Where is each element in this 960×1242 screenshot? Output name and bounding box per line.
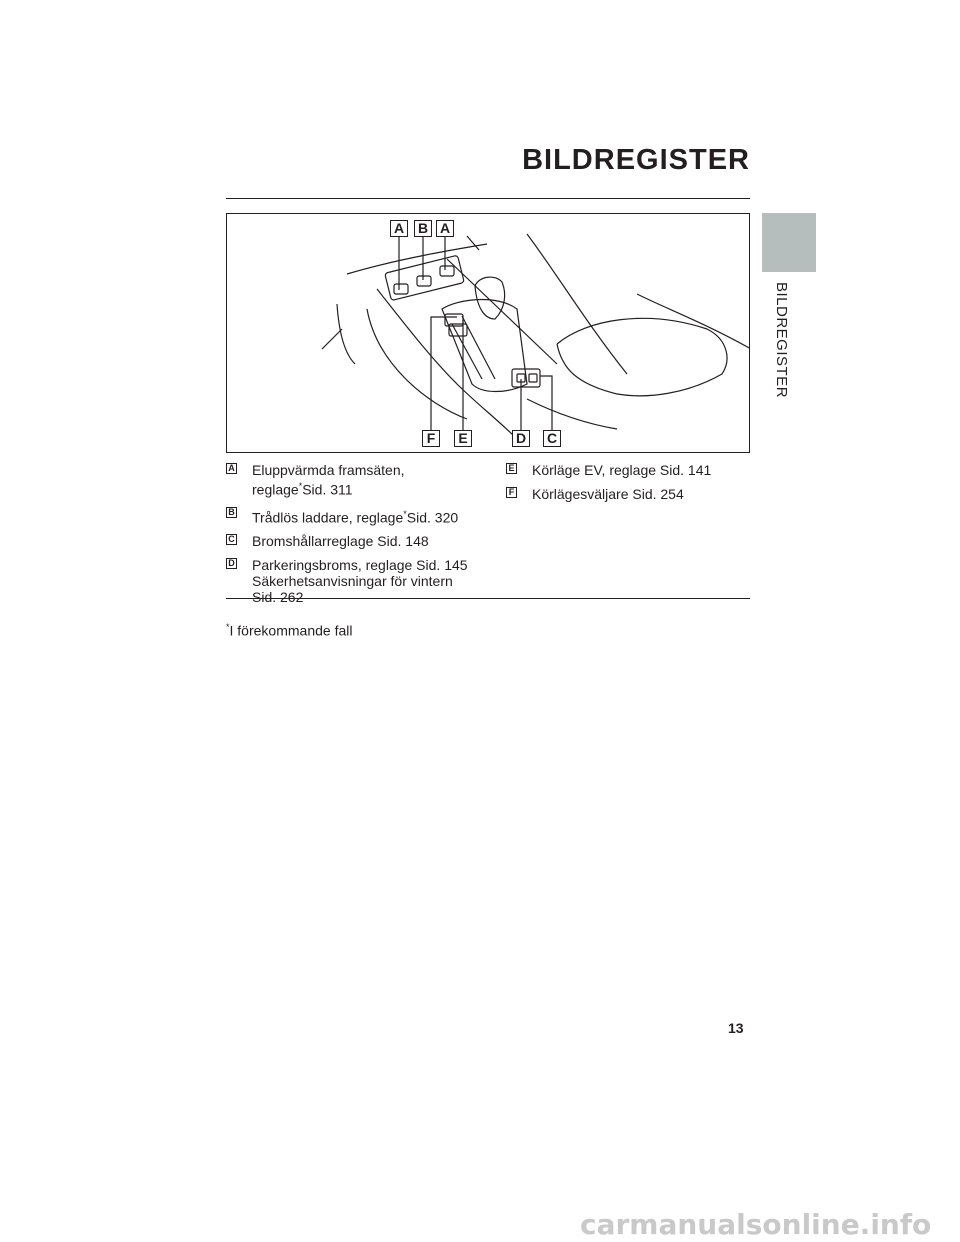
page-reference-link[interactable]: Sid. 320 (406, 509, 459, 526)
page-title: BILDREGISTER (522, 144, 750, 176)
legend-text: Sid. 262 (252, 589, 304, 606)
callout-A-right: A (436, 220, 454, 237)
watermark: carmanualsonline.info (580, 1208, 932, 1241)
legend-letter: D (226, 558, 237, 570)
footnote-marker: * (226, 622, 230, 632)
legend-text: Trådlös laddare, reglage (252, 509, 404, 526)
footnote-marker: * (403, 508, 407, 519)
legend-item-b: B Trådlös laddare, reglage*Sid. 320 (226, 506, 476, 526)
legend-letter: F (506, 487, 517, 498)
legend-column-2: E Körläge EV, reglage Sid. 141 F Körläge… (506, 462, 750, 510)
footnote-text: I förekommande fall (229, 622, 353, 639)
callout-E: E (454, 430, 472, 447)
legend-column-1: A Eluppvärmda framsäten, reglage*Sid. 31… (226, 462, 476, 613)
legend-text: Körlägesväljare Sid. 254 (532, 486, 684, 502)
chapter-tab-label: BILDREGISTER (773, 282, 790, 399)
page-reference-link[interactable]: Sid. 311 (302, 481, 353, 498)
legend-letter: E (506, 463, 517, 474)
legend-text: Säkerhetsanvisningar för vintern (252, 573, 453, 590)
legend-item-c: C Bromshållarreglage Sid. 148 (226, 533, 476, 549)
console-illustration: A B A F E D C (226, 213, 750, 453)
legend-text: Parkeringsbroms, reglage Sid. 145 (252, 557, 468, 574)
legend-text: Bromshållarreglage Sid. 148 (252, 533, 429, 550)
legend-divider (226, 598, 750, 599)
legend-item-d: D Parkeringsbroms, reglage Sid. 145 Säke… (226, 557, 476, 605)
legend-text: Eluppvärmda framsäten, (252, 462, 405, 478)
legend-letter: A (226, 463, 237, 474)
footnote-marker: * (298, 481, 303, 491)
legend-text: Körläge EV, reglage Sid. 141 (532, 462, 712, 478)
callout-F: F (422, 430, 440, 447)
chapter-tab (762, 213, 816, 272)
legend-letter: C (226, 534, 237, 546)
legend-letter: B (226, 506, 237, 518)
legend-text: reglage (252, 481, 299, 498)
page-number: 13 (728, 1020, 744, 1036)
callout-D: D (512, 430, 530, 447)
footnote: *I förekommande fall (226, 622, 352, 639)
legend-item-f: F Körlägesväljare Sid. 254 (506, 486, 750, 502)
legend-item-e: E Körläge EV, reglage Sid. 141 (506, 462, 750, 478)
callout-B: B (414, 220, 432, 237)
callout-C: C (543, 430, 561, 447)
center-console-drawing (321, 233, 749, 440)
callout-A-left: A (390, 220, 408, 237)
legend-item-a: A Eluppvärmda framsäten, reglage*Sid. 31… (226, 462, 476, 498)
title-divider (226, 198, 750, 199)
